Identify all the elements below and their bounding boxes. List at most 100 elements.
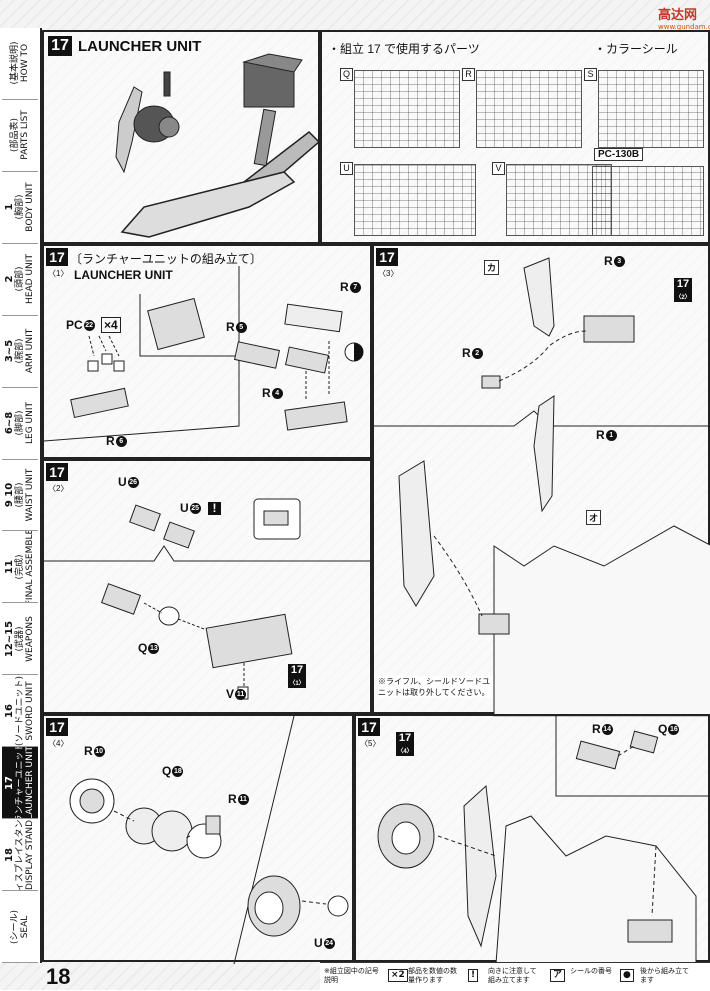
part-number: 11 [237, 794, 249, 806]
sidebar-tab-en: PARTS LIST [20, 110, 30, 161]
sidebar-tab-label: 2(頭部)HEAD UNIT [4, 254, 35, 304]
part-runner: PC [66, 318, 83, 332]
part-runner: U [118, 475, 127, 489]
sidebar-tab-number: 9 10 [4, 482, 15, 508]
part-runner: Q [162, 764, 172, 778]
panel1-illustration [43, 266, 364, 442]
panel2-illustration [44, 498, 374, 700]
part-runner: R [340, 280, 349, 294]
step-reference-badge: 17〈1〉 [288, 664, 306, 688]
sidebar-tab-en: FINAL ASSEMBLE [25, 531, 35, 604]
sidebar-tab-label: 6~8(脚部)LEG UNIT [4, 402, 35, 445]
sidebar-tab: 12~15(武器)WEAPONS [2, 603, 38, 676]
step-sub-number: 〈5〉 [360, 739, 381, 748]
ref-step: 17 [290, 664, 304, 676]
part-runner: Q [658, 722, 668, 736]
part-number: 13 [148, 643, 160, 655]
part-runner: R [462, 346, 471, 360]
seal-label-o: オ [586, 510, 602, 525]
section-title: LAUNCHER UNIT [78, 38, 202, 55]
sidebar-tab-number: 6~8 [4, 411, 15, 435]
step-title-jp: 〔ランチャーユニットの組み立て〕 [70, 252, 262, 266]
sidebar-tab-en: BODY UNIT [25, 182, 35, 232]
part-number: 10 [93, 746, 105, 758]
quantity-badge: ×4 [101, 317, 121, 333]
part-number: 14 [601, 724, 613, 736]
panel3-illustration [374, 257, 710, 717]
legend-text: 向きに注意して組み立てます [488, 967, 537, 984]
sidebar-tab: 3~5(腕部)ARM UNIT [2, 316, 38, 388]
part-number: 3 [613, 256, 625, 268]
sidebar-tab-label: 17(ランチャーユニット)LAUNCHER UNIT [4, 747, 35, 818]
sidebar-tab-en: LEG UNIT [25, 402, 35, 445]
ref-step: 17 [398, 732, 412, 744]
legend-title: ※組立図中の記号説明 [324, 967, 379, 984]
sidebar-tab: (シール)SEAL [2, 891, 38, 963]
sidebar-tab: 2(頭部)HEAD UNIT [2, 244, 38, 316]
header-panel: 17 LAUNCHER UNIT [42, 30, 321, 244]
part-runner: R [596, 428, 605, 442]
part-runner: R [84, 744, 93, 758]
part-runner: R [106, 434, 115, 448]
part-runner: U [314, 936, 323, 950]
part-runner: R [228, 792, 237, 806]
sidebar-tab-jp: (武器) [15, 626, 25, 652]
part-number: 18 [172, 766, 184, 778]
step-sub-number: 〈2〉 [48, 484, 69, 493]
caution-icon: ! [208, 502, 222, 515]
part-number: 4 [271, 388, 283, 400]
part-number: 16 [668, 724, 680, 736]
step-number-badge: 17 [358, 718, 380, 736]
sidebar-tab: 18(ディスプレイスタンド)DISPLAY STAND [2, 819, 38, 892]
legend-icon: ア [550, 969, 566, 982]
sidebar-tab-label: 9 10(腰部)WAIST UNIT [4, 469, 35, 522]
legend-icon: ● [620, 969, 634, 982]
panel4-illustration [69, 715, 349, 965]
sidebar-tab: 11(完成)FINAL ASSEMBLE [2, 531, 38, 604]
step-number-badge: 17 [376, 248, 398, 266]
sidebar-tab-number: 18 [4, 847, 15, 862]
runner-sprue [598, 70, 704, 148]
runner-sprue [506, 164, 612, 236]
sidebar-tab-jp: (基本説明) [10, 41, 20, 85]
color-seal-heading: ・カラーシール [594, 42, 678, 56]
sidebar-tab-number: 12~15 [4, 620, 15, 657]
sidebar-tab: (部品表)PARTS LIST [2, 100, 38, 172]
legend-icon: ! [468, 969, 479, 982]
runner-label: Q [340, 68, 353, 81]
seal-label-ka: カ [484, 260, 500, 275]
sidebar-tab-number: 17 [4, 775, 15, 790]
ref-sub: 〈2〉 [675, 295, 691, 301]
sidebar-tab-label: (シール)SEAL [10, 910, 30, 944]
step-sub-number: 〈3〉 [378, 269, 399, 278]
parts-used-heading: ・組立 17 で使用するパーツ [328, 42, 480, 56]
part-number: 22 [83, 320, 95, 332]
ref-step: 17 [676, 278, 690, 290]
step-number-badge: 17 [48, 36, 72, 56]
sidebar-tab-en: ARM UNIT [25, 328, 35, 374]
part-number: 25 [189, 503, 201, 515]
part-runner: R [226, 320, 235, 334]
part-runner: R [262, 386, 271, 400]
step-sub-number: 〈4〉 [48, 739, 69, 748]
legend-text: シールの番号 [570, 967, 612, 975]
sidebar-tab-jp: (脚部) [15, 410, 25, 436]
